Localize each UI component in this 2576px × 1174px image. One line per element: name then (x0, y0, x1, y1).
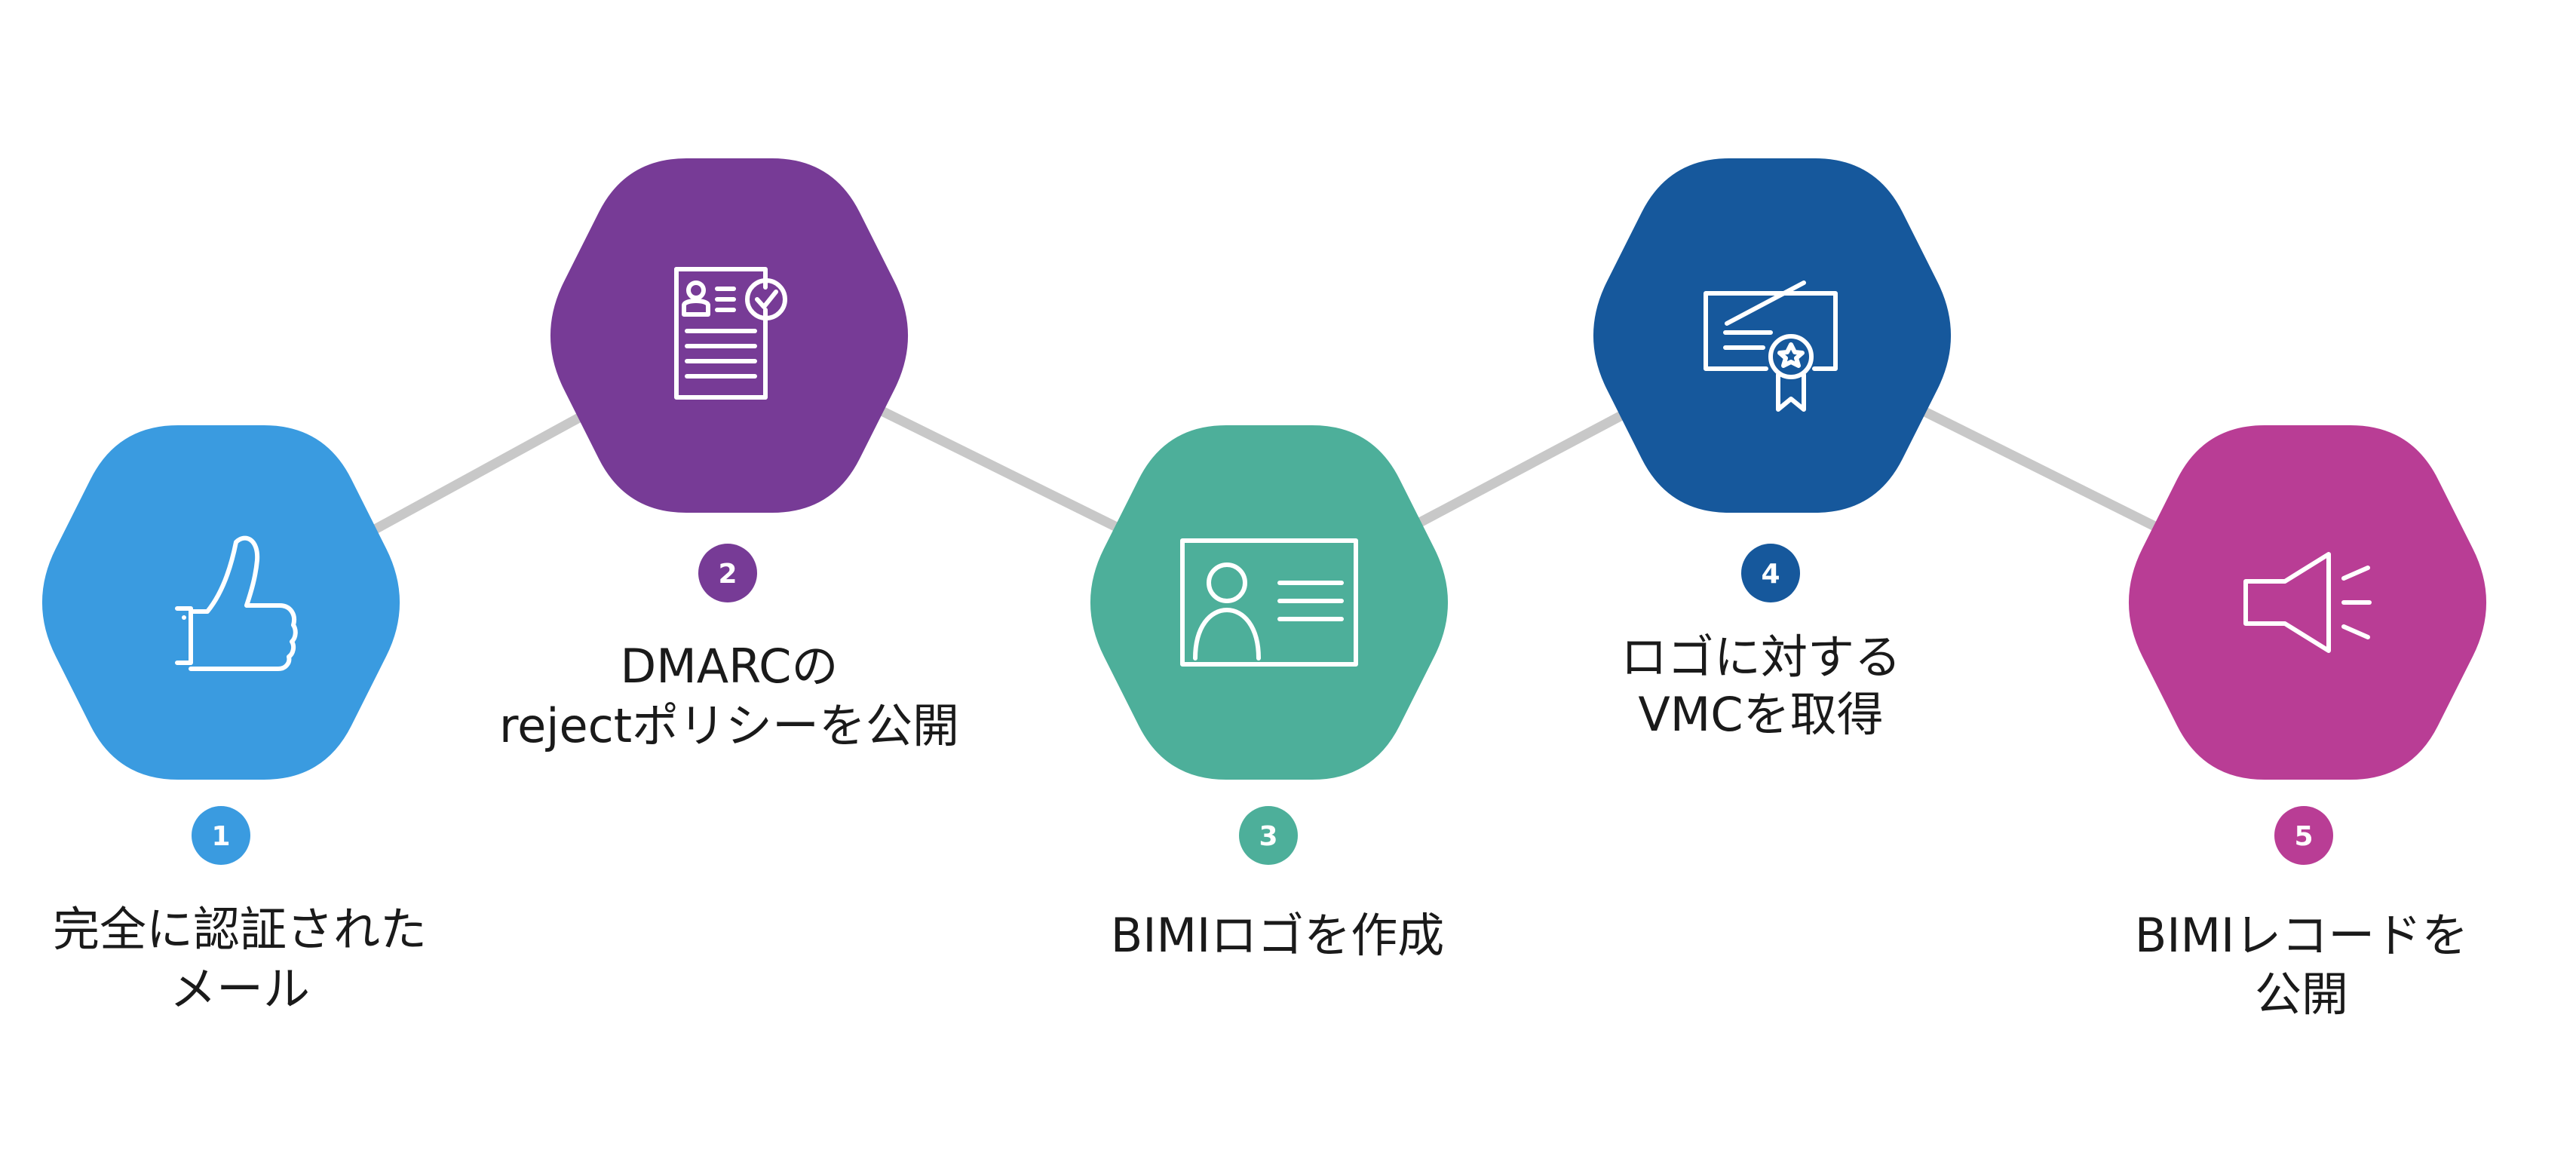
step-4-number: 4 (1761, 559, 1780, 590)
step-1-label-line-1: 完全に認証された (53, 902, 427, 957)
thumbs-up-icon (175, 535, 298, 671)
step-2-label-line-1: DMARCの (621, 639, 839, 694)
id-card-icon (1180, 538, 1358, 667)
hexagon-step-3 (1090, 425, 1449, 780)
hexagon-step-2 (550, 158, 909, 513)
step-1-label-line-2: メール (170, 961, 310, 1016)
hexagon-step-5 (2128, 425, 2487, 780)
step-5-number: 5 (2294, 821, 2313, 852)
step-5-label-line-2: 公開 (2255, 967, 2348, 1022)
document-check-icon (674, 267, 787, 400)
step-3-badge (1239, 806, 1298, 865)
step-1-number: 1 (211, 821, 230, 852)
step-3-number: 3 (1259, 821, 1277, 852)
step-4: 4 ロゴに対する VMCを取得 (1593, 158, 1952, 742)
step-5-label-line-1: BIMIレコードを (2135, 908, 2469, 963)
step-5: 5 BIMIレコードを 公開 (2128, 425, 2487, 1022)
step-1: 1 完全に認証された メール (41, 425, 427, 1016)
step-1-badge (192, 806, 250, 865)
step-4-label-line-1: ロゴに対する (1621, 630, 1901, 685)
step-3-label-line-1: BIMIロゴを作成 (1111, 908, 1445, 963)
step-3: 3 BIMIロゴを作成 (1090, 425, 1449, 963)
step-2-number: 2 (718, 559, 737, 590)
step-4-badge (1741, 544, 1800, 602)
hexagon-step-1 (41, 425, 400, 780)
step-5-badge (2274, 806, 2333, 865)
hexagon-step-4 (1593, 158, 1952, 513)
step-4-label-line-2: VMCを取得 (1638, 687, 1883, 742)
certificate-icon (1704, 280, 1838, 412)
step-2-badge (698, 544, 757, 602)
megaphone-icon (2243, 552, 2372, 653)
step-2-label-line-2: rejectポリシーを公開 (499, 698, 959, 753)
step-2: 2 DMARCの rejectポリシーを公開 (499, 158, 959, 753)
